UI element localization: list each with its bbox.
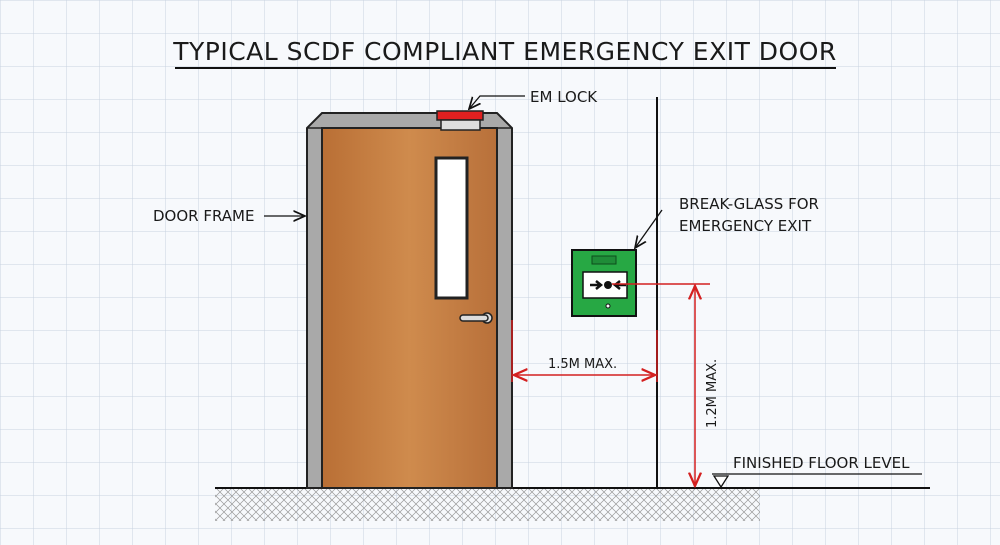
floor-hatch [215, 489, 760, 521]
diagram-title: TYPICAL SCDF COMPLIANT EMERGENCY EXIT DO… [172, 37, 837, 66]
em-lock-leader [469, 95, 525, 109]
vision-panel [434, 156, 469, 300]
em-lock [436, 110, 484, 131]
break-glass-label-line2: EMERGENCY EXIT [679, 217, 812, 235]
door-frame-label: DOOR FRAME [153, 207, 254, 225]
width-dimension-label: 1.5M MAX. [548, 357, 617, 372]
break-glass-leader [635, 209, 663, 248]
height-dimension-label: 1.2M MAX. [705, 359, 720, 428]
height-dimension [612, 283, 710, 486]
level-triangle-icon [712, 475, 730, 489]
em-lock-label: EM LOCK [530, 88, 598, 106]
break-glass-label-line1: BREAK-GLASS FOR [679, 195, 819, 213]
break-glass-unit[interactable] [571, 249, 637, 317]
width-dimension [511, 320, 658, 382]
floor-level-label: FINISHED FLOOR LEVEL [733, 454, 910, 472]
door-handle[interactable] [459, 312, 493, 324]
door-leaf[interactable] [321, 127, 498, 489]
